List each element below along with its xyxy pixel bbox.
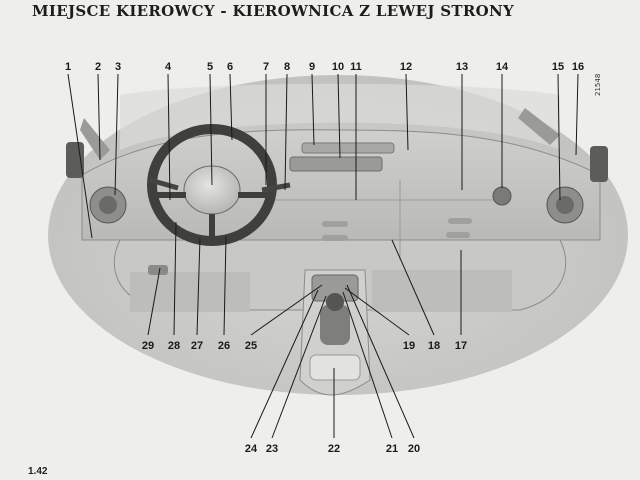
callout-number-10: 10: [332, 61, 344, 73]
callout-number-28: 28: [168, 340, 180, 352]
storage-handle-lower: [446, 232, 470, 238]
callout-number-22: 22: [328, 443, 340, 455]
callout-number-4: 4: [165, 61, 172, 73]
callout-number-17: 17: [455, 340, 467, 352]
callout-number-16: 16: [572, 61, 584, 73]
callout-number-9: 9: [309, 61, 315, 73]
right-pillar: [518, 108, 560, 145]
callout-leader-2: [97, 73, 101, 161]
callout-leader-26: [223, 235, 227, 336]
storage-handle-upper: [448, 218, 472, 224]
figure-reference-code: 21548: [594, 73, 602, 96]
callout-leader-29: [147, 267, 161, 336]
gear-lever-boot: [320, 305, 350, 345]
callout-number-24: 24: [245, 443, 258, 455]
centre-vents: [289, 156, 383, 172]
right-floor-area: [372, 270, 512, 312]
callout-leader-16: [575, 73, 579, 156]
page-number: 1.42: [28, 466, 48, 477]
callout-number-29: 29: [142, 340, 154, 352]
callout-leader-21: [342, 291, 393, 439]
bonnet-release-lever: [148, 265, 168, 275]
callout-leader-6: [229, 73, 233, 141]
callout-number-14: 14: [496, 61, 509, 73]
callout-leader-10: [337, 73, 341, 159]
callout-leader-28: [173, 221, 177, 336]
glovebox-handle-upper: [322, 221, 348, 227]
callout-leader-20: [346, 284, 415, 439]
callout-number-7: 7: [263, 61, 269, 73]
callout-number-26: 26: [218, 340, 230, 352]
callout-leader-23: [271, 295, 327, 439]
left-mirror: [66, 142, 84, 178]
callout-number-1: 1: [65, 61, 71, 73]
callout-number-20: 20: [408, 443, 420, 455]
callout-leader-24: [250, 289, 319, 439]
callout-number-3: 3: [115, 61, 121, 73]
left-pillar: [80, 118, 110, 160]
callout-number-12: 12: [400, 61, 412, 73]
callout-number-21: 21: [386, 443, 398, 455]
callout-leader-9: [311, 73, 315, 146]
callout-number-13: 13: [456, 61, 468, 73]
page-title: MIEJSCE KIEROWCY - KIEROWNICA Z LEWEJ ST…: [32, 2, 515, 20]
callout-number-5: 5: [207, 61, 213, 73]
callout-leader-4: [167, 73, 171, 201]
callout-number-11: 11: [350, 61, 362, 73]
callout-leader-1: [67, 73, 93, 239]
callout-number-18: 18: [428, 340, 440, 352]
callout-number-23: 23: [266, 443, 278, 455]
glovebox-handle-lower: [322, 235, 348, 241]
callout-leader-3: [114, 73, 119, 196]
callout-number-8: 8: [284, 61, 290, 73]
callout-leader-5: [209, 73, 213, 186]
callout-leader-19: [344, 287, 410, 336]
callout-number-15: 15: [552, 61, 564, 73]
leader-lines: [67, 73, 579, 439]
windshield: [120, 83, 560, 150]
callout-leader-27: [196, 237, 201, 336]
callout-number-6: 6: [227, 61, 233, 73]
left-stalk: [149, 177, 179, 191]
callout-leader-18: [391, 239, 435, 336]
gear-knob: [326, 293, 344, 311]
callout-number-25: 25: [245, 340, 257, 352]
dashboard-speaker-grille: [492, 186, 512, 206]
callout-number-2: 2: [95, 61, 101, 73]
callout-leader-15: [557, 73, 561, 201]
console-storage-tray: [309, 354, 361, 381]
left-floor-area: [130, 272, 250, 312]
steering-wheel-rim: [147, 124, 277, 246]
right-mirror: [590, 146, 608, 182]
callout-number-27: 27: [191, 340, 203, 352]
callout-leader-25: [250, 284, 323, 336]
callout-leader-12: [405, 73, 409, 151]
callout-number-19: 19: [403, 340, 415, 352]
callout-leader-8: [284, 73, 288, 191]
